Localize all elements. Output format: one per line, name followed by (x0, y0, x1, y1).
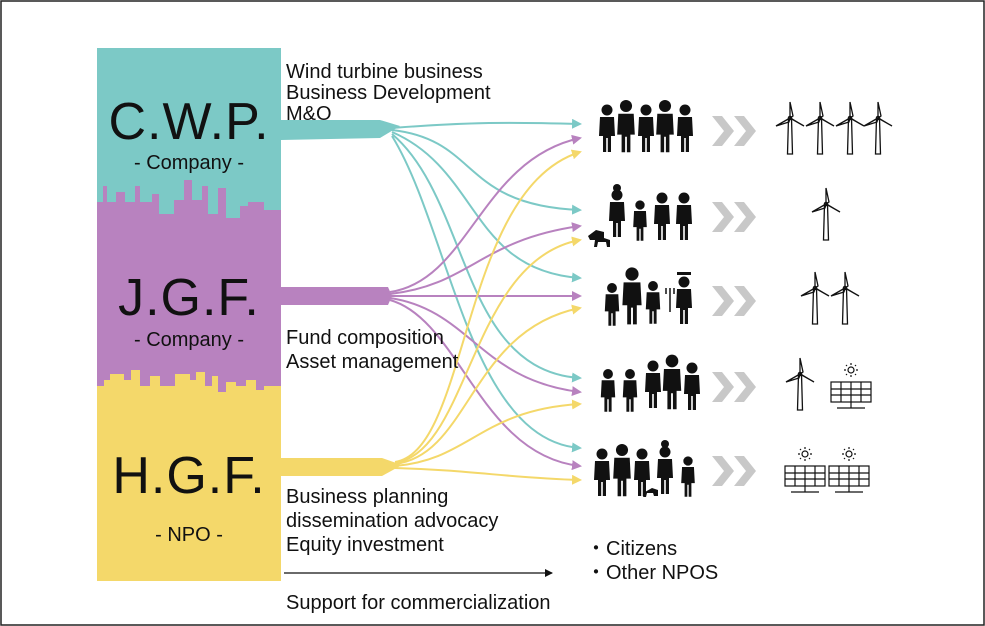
cwp-role-1: Wind turbine business (286, 61, 483, 83)
chevron-row-5 (712, 456, 756, 486)
jgf-funnel (281, 287, 392, 305)
cwp-abbr: C.W.P. (108, 93, 270, 151)
yellow-flows (394, 149, 582, 485)
people-group-2 (588, 184, 692, 247)
purple-flows (389, 134, 582, 471)
chevron-row-2 (712, 202, 756, 232)
chevron-row-3 (712, 286, 756, 316)
hgf-roles: Business planning dissemination advocacy… (286, 485, 498, 557)
jgf-abbr: J.G.F. (118, 269, 260, 327)
energy-row-4 (785, 357, 872, 411)
support-label: Support for commercialization (286, 592, 551, 614)
beneficiary-list: ・Citizens ・Other NPOS (586, 537, 718, 585)
cwp-type: - Company - (133, 152, 245, 174)
wind-turbines-row-3 (800, 271, 860, 325)
chevron-icon (712, 116, 734, 146)
bullet-citizens: ・Citizens (586, 538, 678, 560)
wind-turbines-row-1 (775, 101, 893, 155)
teal-flows (391, 118, 582, 453)
jgf-role-2: Asset management (286, 351, 459, 373)
energy-row-5 (784, 446, 870, 493)
wind-turbine-icon (775, 101, 805, 155)
people-group-4 (600, 354, 700, 412)
hgf-abbr: H.G.F. (112, 447, 266, 505)
people-group-1 (599, 99, 693, 153)
hgf-funnel (281, 458, 402, 476)
chevron-row-4 (712, 372, 756, 402)
hgf-role-1: Business planning (286, 486, 449, 508)
jgf-role-1: Fund composition (286, 327, 444, 349)
wind-turbines-row-2 (811, 187, 841, 241)
cwp-funnel (281, 120, 400, 140)
hgf-role-3: Equity investment (286, 534, 444, 556)
cwp-role-3: M&O (286, 103, 332, 125)
chevron-row-1 (712, 116, 756, 146)
hgf-type: - NPO - (155, 524, 223, 546)
cwp-roles: Wind turbine business Business Developme… (286, 62, 491, 125)
solar-panel-icon (830, 362, 872, 409)
person-icon (599, 104, 615, 152)
jgf-block (97, 180, 281, 403)
cwp-role-2: Business Development (286, 82, 491, 104)
hgf-role-2: dissemination advocacy (286, 510, 499, 532)
jgf-roles: Fund composition Asset management (286, 326, 458, 374)
hgf-block (97, 370, 281, 581)
dog-icon (588, 230, 610, 247)
jgf-type: - Company - (133, 329, 245, 351)
bullet-other-npos: ・Other NPOS (586, 562, 719, 584)
people-group-5 (594, 440, 695, 497)
people-group-3 (604, 267, 692, 326)
